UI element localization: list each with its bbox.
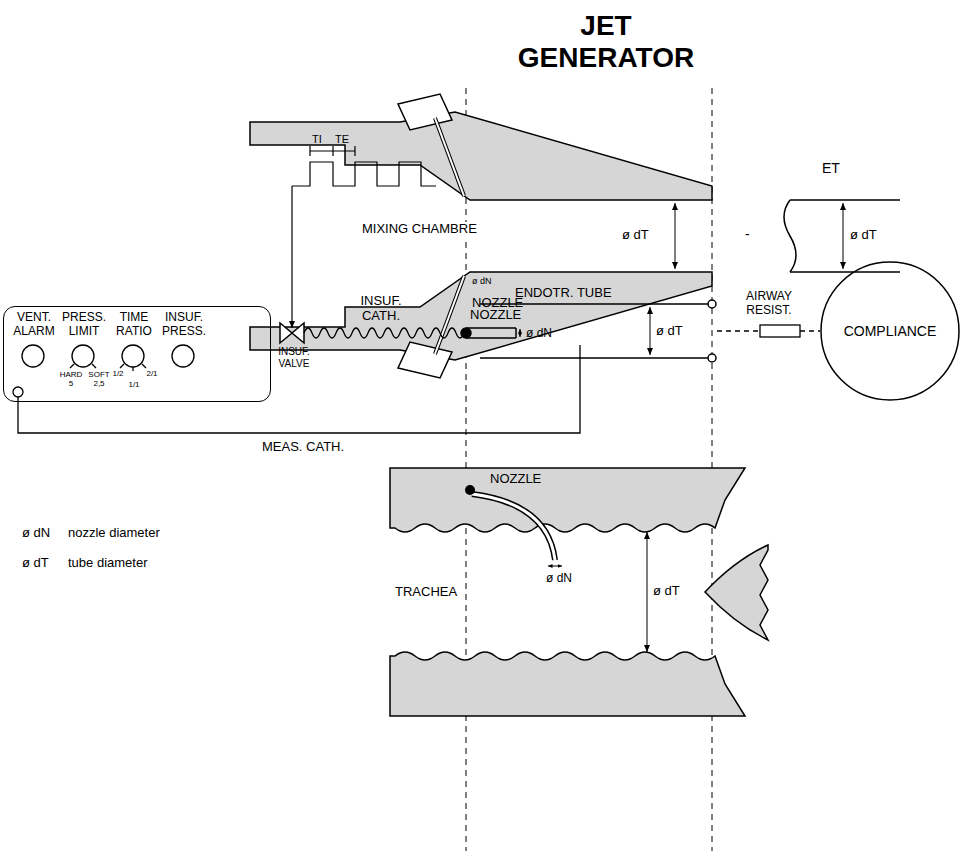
endotracheal-tube [461, 300, 716, 362]
jet-generator-section [250, 94, 712, 378]
dimension-label: ø dT [620, 228, 651, 243]
knob-label: INSUF. PRESS. [158, 311, 210, 339]
compliance-circle: COMPLIANCE [820, 261, 960, 401]
diagram-title: JET GENERATOR [491, 10, 721, 74]
scale-label: 2/1 [144, 369, 160, 378]
knob-label: PRESS. LIMIT [58, 311, 110, 339]
control-panel: VENT. ALARMPRESS. LIMITTIME RATIOINSUF. … [3, 306, 271, 402]
trachea-section [390, 468, 768, 716]
valve-symbol [280, 323, 304, 343]
scale-label: SOFT 2,5 [86, 370, 112, 388]
dimension-label: ø dT [850, 228, 877, 243]
endotracheal-tube-piece [784, 200, 900, 272]
part-label: NOZZLE [470, 308, 521, 323]
scale-label: 1/2 [110, 369, 126, 378]
part-label: INSUF. VALVE [272, 346, 316, 369]
legend-symbol: ø dN [22, 526, 50, 541]
timing-label: TI [312, 133, 322, 146]
part-label: TRACHEA [395, 585, 457, 600]
measuring-catheter [13, 345, 580, 433]
control-knobs [22, 345, 194, 371]
legend-symbol: ø dT [22, 556, 49, 571]
dimension-label: ø dT [653, 584, 680, 599]
legend-text: tube diameter [68, 556, 148, 571]
symbol-label: - [745, 226, 750, 242]
knob-label: TIME RATIO [108, 311, 160, 339]
part-label: INSUF. CATH. [350, 294, 412, 324]
tracheal-catheter [465, 485, 647, 652]
resistor-symbol [717, 325, 820, 337]
dimension-label: ø dN [472, 276, 492, 286]
pulse-waveform [292, 146, 436, 328]
part-label: NOZZLE [490, 472, 541, 487]
legend-text: nozzle diameter [68, 526, 160, 541]
timing-label: TE [335, 133, 349, 146]
part-label: ENDOTR. TUBE [515, 286, 612, 301]
part-label: MIXING CHAMBRE [360, 222, 479, 237]
node-label: COMPLIANCE [844, 323, 937, 339]
scale-label: 1/1 [126, 380, 142, 389]
insufflation-catheter [304, 328, 464, 338]
dimension-label: ø dT [656, 324, 683, 339]
knob-label: VENT. ALARM [8, 311, 60, 339]
part-label: AIRWAY RESIST. [734, 290, 804, 318]
part-label: ET [822, 160, 840, 176]
part-label: MEAS. CATH. [262, 440, 344, 455]
circle-outline [821, 262, 959, 400]
dimension-label: ø dN [526, 327, 552, 341]
dimension-label: ø dN [546, 572, 572, 586]
scale-label: HARD 5 [59, 370, 83, 388]
